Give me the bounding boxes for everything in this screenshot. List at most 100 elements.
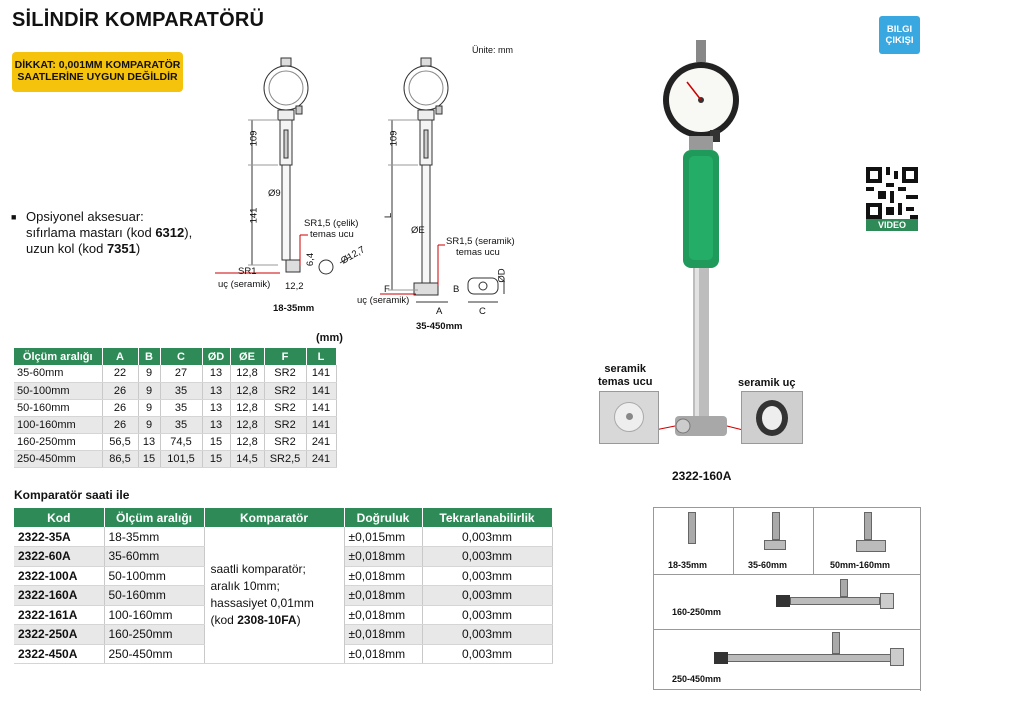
table-cell: 101,5 [160,450,203,468]
table-cell: 160-250mm [14,433,103,451]
d1-sr15: SR1,5 (çelik) [304,218,359,229]
ceramic-contact-photo [599,391,659,444]
table-cell: 0,003mm [422,566,553,586]
table-cell: SR2 [264,382,307,400]
models-table: Kod Ölçüm aralığı Komparatör Doğruluk Te… [14,508,553,664]
table2-header: Tekrarlanabilirlik [422,508,553,527]
variant-caption: 250-450mm [672,674,722,684]
table-cell: 9 [138,399,161,417]
accessory-line-1: Opsiyonel aksesuar: [26,209,144,224]
info-button-line-2: ÇIKIŞI [885,35,914,46]
table-cell: 13 [202,399,231,417]
table-cell: 13 [202,382,231,400]
table-cell: ±0,018mm [344,605,423,625]
table-cell: 12,8 [230,382,265,400]
table-cell: 27 [160,365,203,383]
table-cell: 56,5 [102,433,139,451]
table-cell: 13 [202,365,231,383]
technical-drawings [215,57,505,303]
product-photo [654,40,744,436]
table-cell: 0,003mm [422,624,553,645]
table-cell: ±0,018mm [344,624,423,645]
table-cell: 14,5 [230,450,265,468]
table-cell: SR2 [264,399,307,417]
table-cell: 250-450mm [104,644,205,664]
d2-caption: 35-450mm [416,321,463,332]
model-caption: 2322-160A [672,469,732,483]
d1-dia9: Ø9 [268,188,281,199]
table-cell: 22 [102,365,139,383]
variant-160-250: 160-250mm [654,575,921,630]
table-cell: 141 [306,382,337,400]
variant-250-450: 250-450mm [654,630,921,691]
d2-dim-109: 109 [388,130,400,147]
variant-caption: 160-250mm [672,607,722,617]
table-cell: 9 [138,365,161,383]
table2-header: Doğruluk [344,508,423,527]
table-cell: 86,5 [102,450,139,468]
d2-C: C [479,306,486,317]
table2-header-row: Kod Ölçüm aralığı Komparatör Doğruluk Te… [14,508,553,527]
info-button[interactable]: BILGI ÇIKIŞI [879,16,920,54]
table-cell: SR2 [264,365,307,383]
table1-header: Ölçüm aralığı [14,348,103,365]
table-cell: 241 [306,450,337,468]
d1-sr1: SR1 [238,266,257,277]
table-cell: 50-160mm [14,399,103,417]
variant-35-60: 35-60mm [734,508,814,575]
table-cell: ±0,015mm [344,527,423,547]
d1-temas: temas ucu [310,229,354,240]
table-cell: ±0,018mm [344,546,423,567]
table-cell: 141 [306,399,337,417]
table-cell: 13 [202,416,231,434]
d2-dim-L: L [383,212,395,219]
d2-uc: uç (seramik) [357,295,410,306]
table-cell: 13 [138,433,161,451]
table-cell: 160-250mm [104,624,205,645]
table-cell: SR2 [264,416,307,434]
ceramic-tip-photo [741,391,803,444]
variant-caption: 50mm-160mm [830,560,891,570]
table-cell: 2322-60A [14,546,105,567]
table-cell: ±0,018mm [344,585,423,606]
table-cell: 12,8 [230,433,265,451]
video-label[interactable]: VIDEO [866,219,918,231]
page-title: SİLİNDİR KOMPARATÖRÜ [12,9,265,31]
table2-header: Komparatör [204,508,345,527]
table-cell: ±0,018mm [344,644,423,664]
d1-d64: 6,4 [305,252,317,267]
d2-A: A [436,306,443,317]
accessory-line-3: uzun kol (kod 7351) [26,241,141,256]
table-cell: 12,8 [230,416,265,434]
variants-grid: 18-35mm 35-60mm 50mm-160mm 160-250mm 250… [653,507,921,691]
table-cell: 26 [102,382,139,400]
d2-F: F [384,284,390,295]
d2-B: B [453,284,460,295]
table-cell: 15 [138,450,161,468]
table2-title: Komparatör saati ile [14,488,130,502]
table-cell: 35 [160,382,203,400]
table1-header-row: Ölçüm aralığı A B C ØD ØE F L [14,348,337,365]
table1-header: ØD [202,348,231,365]
table2-header: Ölçüm aralığı [104,508,205,527]
table-cell: 0,003mm [422,527,553,547]
table1-header: F [264,348,307,365]
qr-code-icon[interactable] [866,167,918,219]
unit-note: Ünite: mm [472,45,514,55]
d2-diaD: ØD [496,268,508,283]
table-cell: 15 [202,450,231,468]
bullet-icon: ■ [11,212,17,222]
table-cell: 0,003mm [422,605,553,625]
table-cell: 2322-450A [14,644,105,664]
